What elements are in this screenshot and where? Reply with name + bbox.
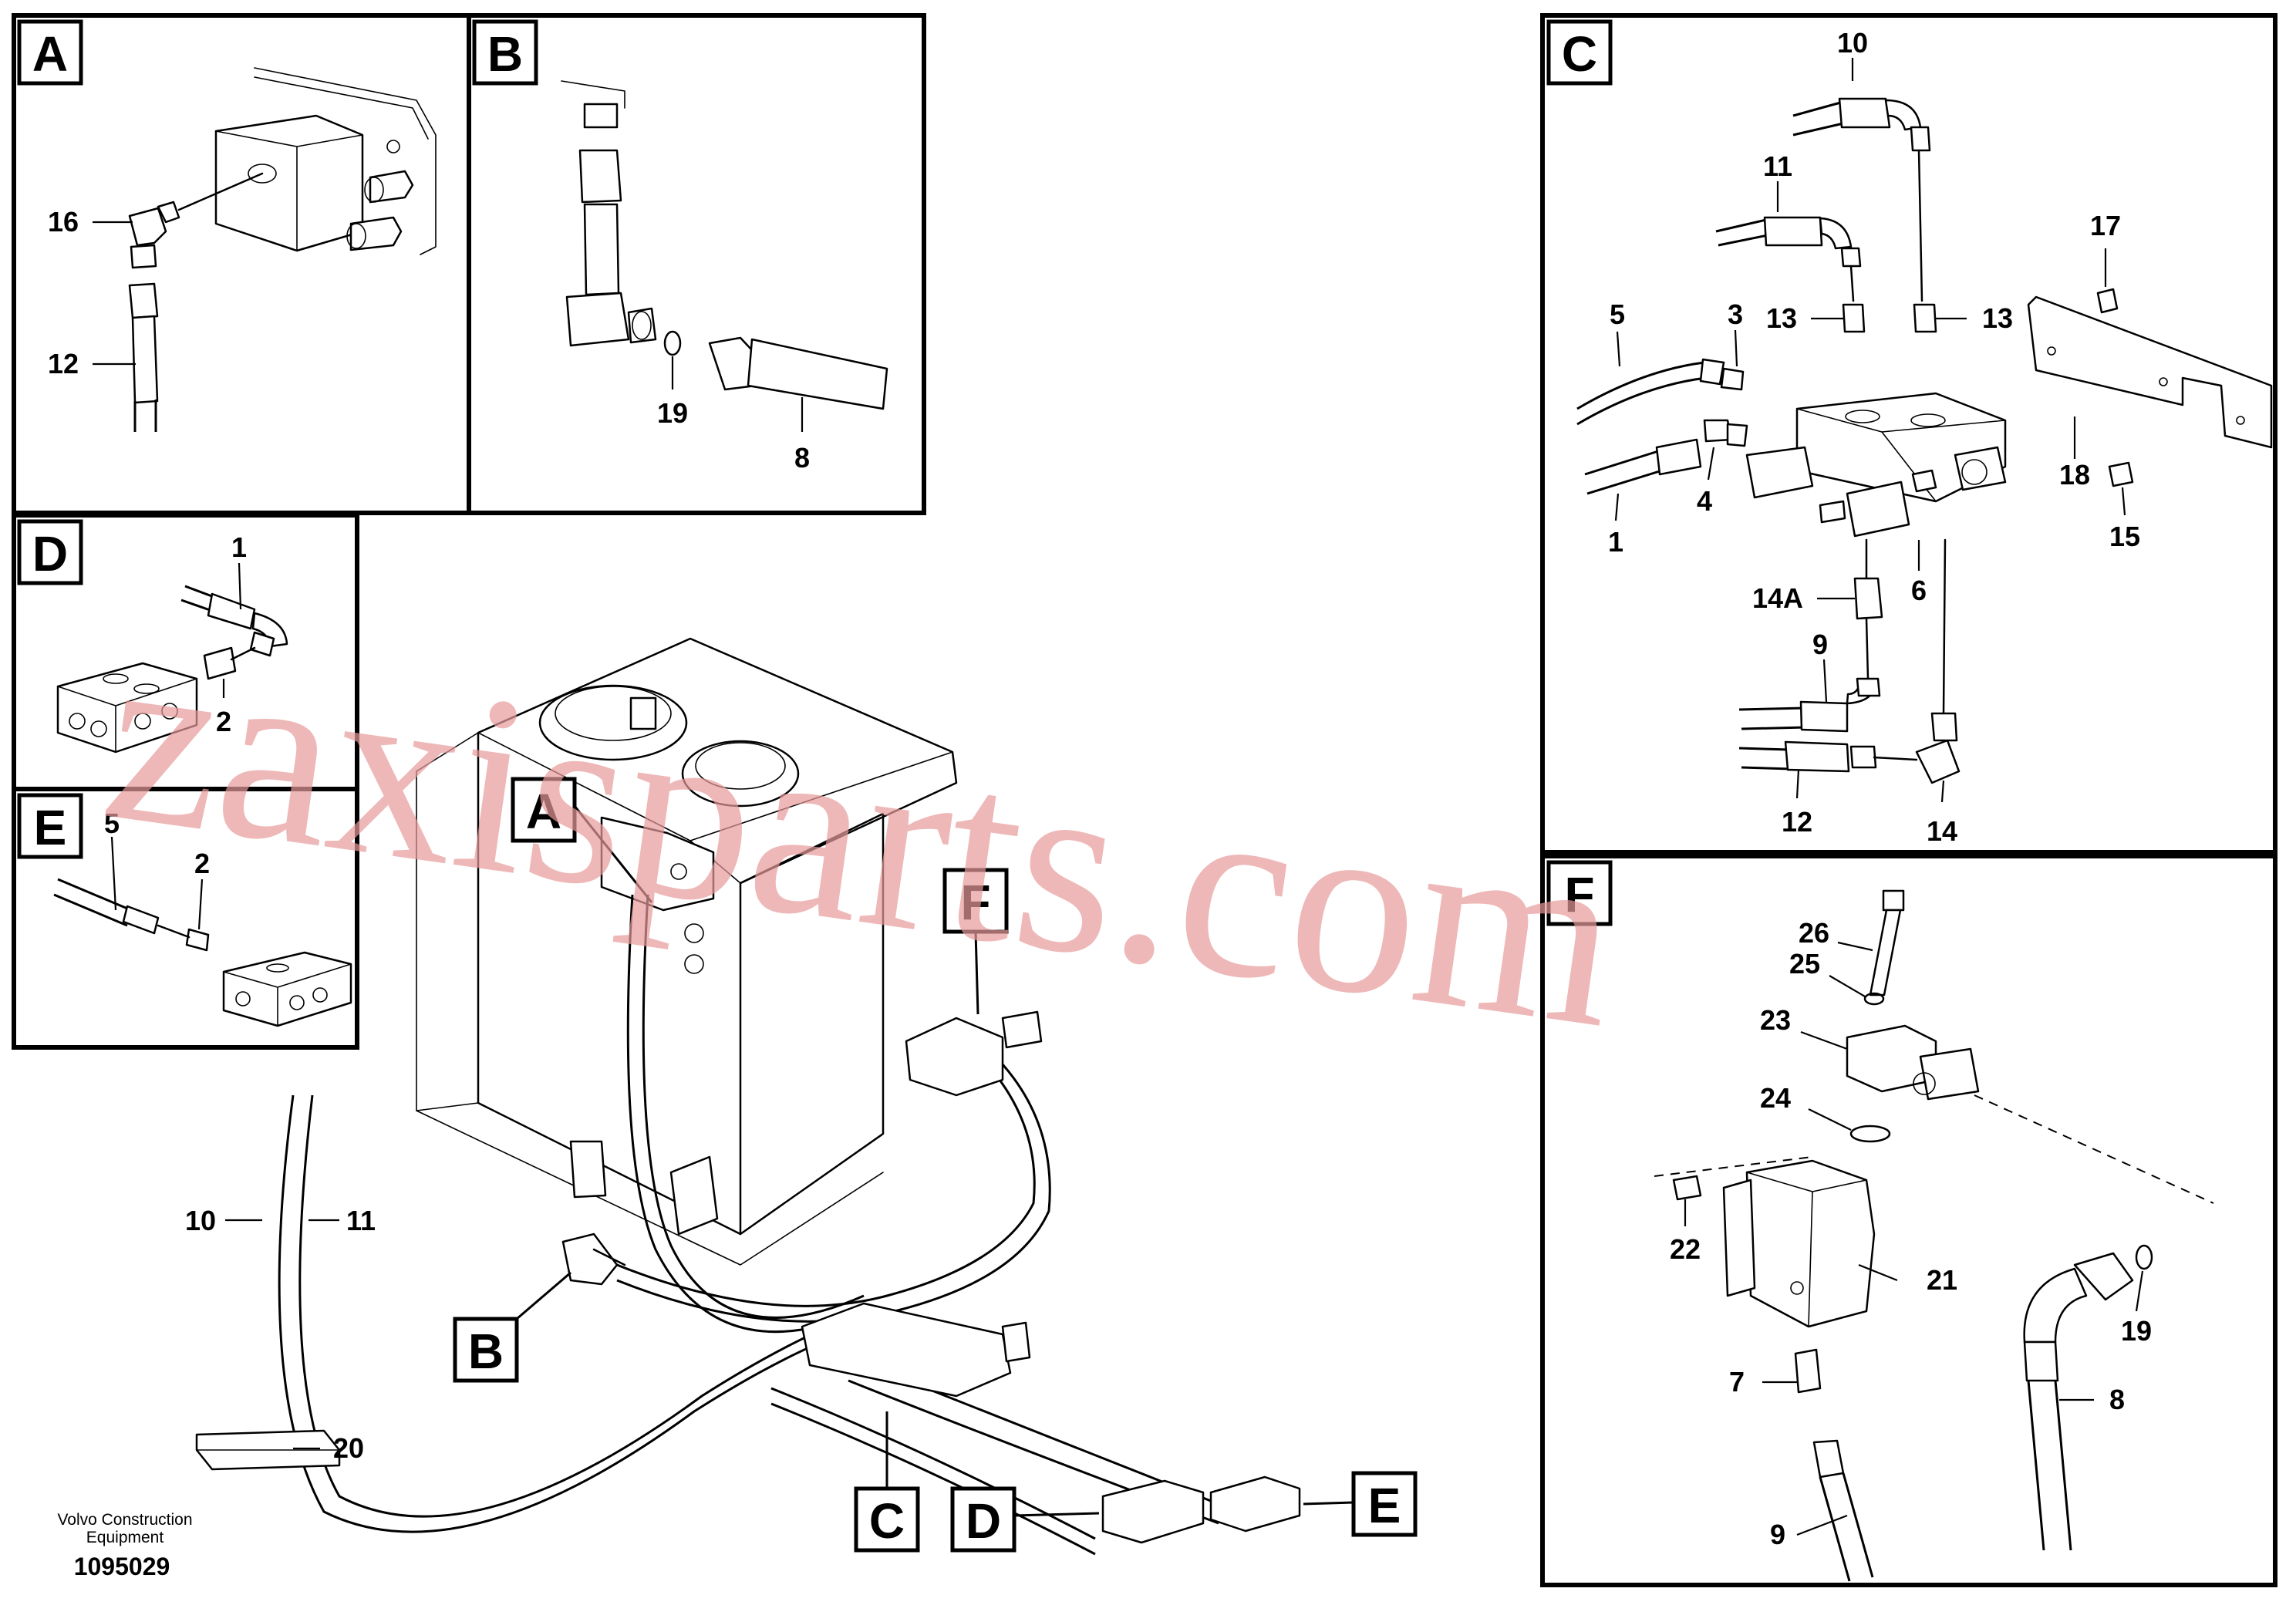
main-tag-c: C bbox=[869, 1493, 905, 1549]
callout-c-17: 17 bbox=[2090, 210, 2121, 241]
callout-f-25: 25 bbox=[1789, 948, 1820, 980]
callout-main-11: 11 bbox=[346, 1205, 376, 1236]
callout-f-8: 8 bbox=[2109, 1384, 2125, 1415]
callout-e-5: 5 bbox=[104, 808, 120, 839]
callout-c-12: 12 bbox=[1782, 806, 1812, 838]
callout-c-5: 5 bbox=[1610, 298, 1625, 330]
callout-c-11: 11 bbox=[1763, 150, 1792, 182]
panel-a-tag-box bbox=[17, 19, 83, 86]
callout-b-19: 19 bbox=[657, 397, 688, 429]
main-tag-a: A bbox=[526, 784, 561, 839]
callout-main-10: 10 bbox=[185, 1205, 216, 1236]
callout-f-26: 26 bbox=[1799, 917, 1829, 949]
main-tag-d-box[interactable] bbox=[950, 1486, 1017, 1553]
callout-d-2: 2 bbox=[216, 706, 231, 737]
callout-e-2: 2 bbox=[194, 848, 210, 879]
callout-f-24: 24 bbox=[1760, 1082, 1791, 1114]
callout-c-14: 14 bbox=[1927, 815, 1957, 847]
callout-f-19: 19 bbox=[2121, 1315, 2152, 1347]
panel-c: C bbox=[1540, 13, 2277, 855]
main-tag-e-box[interactable] bbox=[1351, 1471, 1418, 1537]
callout-c-1: 1 bbox=[1608, 526, 1623, 558]
o-ring-19-icon bbox=[663, 330, 682, 356]
panel-a: A 16 12 bbox=[12, 13, 471, 515]
credit-line-2: Equipment bbox=[86, 1529, 164, 1546]
main-assembly: A B C D E F 10 11 20 bbox=[185, 637, 1418, 1556]
callout-f-22: 22 bbox=[1670, 1233, 1701, 1265]
main-tag-d: D bbox=[966, 1493, 1001, 1549]
panel-c-letter: C bbox=[1562, 26, 1597, 82]
panel-f-letter: F bbox=[1564, 867, 1594, 922]
main-tag-b-box[interactable] bbox=[453, 1317, 519, 1383]
panel-b: B 19 8 bbox=[467, 13, 926, 515]
callout-c-15: 15 bbox=[2109, 521, 2140, 552]
panel-b-letter: B bbox=[487, 26, 523, 82]
callout-c-4: 4 bbox=[1697, 485, 1712, 517]
panel-d-letter: D bbox=[32, 526, 68, 582]
callout-a-12: 12 bbox=[48, 348, 79, 379]
callout-c-18: 18 bbox=[2059, 459, 2090, 491]
callout-c-13-right: 13 bbox=[1982, 302, 2013, 334]
panel-b-tag-box bbox=[472, 19, 538, 86]
callout-b-8: 8 bbox=[794, 442, 810, 474]
panel-e: E 5 2 bbox=[12, 787, 359, 1050]
main-tag-f: F bbox=[960, 875, 990, 930]
callout-f-7: 7 bbox=[1729, 1366, 1745, 1398]
callout-c-10: 10 bbox=[1837, 27, 1868, 59]
callout-d-1: 1 bbox=[231, 531, 247, 563]
main-tag-b: B bbox=[468, 1324, 504, 1379]
callout-c-13-left: 13 bbox=[1766, 302, 1797, 334]
panel-d-tag-box bbox=[17, 519, 83, 585]
main-tag-a-box[interactable] bbox=[511, 777, 577, 843]
main-tag-e: E bbox=[1368, 1478, 1401, 1533]
panel-f: F 26 25 23 24 bbox=[1540, 854, 2277, 1587]
callout-main-20: 20 bbox=[333, 1432, 364, 1464]
callout-c-6: 6 bbox=[1911, 575, 1927, 606]
callout-c-9: 9 bbox=[1812, 629, 1828, 660]
callout-f-9: 9 bbox=[1770, 1519, 1785, 1550]
callout-f-21: 21 bbox=[1927, 1264, 1957, 1296]
main-tag-f-box[interactable] bbox=[942, 868, 1009, 934]
panel-e-letter: E bbox=[34, 800, 67, 855]
panel-c-tag-box bbox=[1546, 19, 1613, 86]
panel-f-tag-box bbox=[1546, 860, 1613, 926]
callout-c-3: 3 bbox=[1728, 298, 1743, 330]
panel-e-tag-box bbox=[17, 793, 83, 859]
credit-line-1: Volvo Construction bbox=[57, 1511, 192, 1529]
callout-c-14a: 14A bbox=[1752, 582, 1803, 614]
document-number: 1095029 bbox=[74, 1553, 170, 1580]
callout-a-16: 16 bbox=[48, 206, 79, 238]
callout-f-23: 23 bbox=[1760, 1004, 1791, 1036]
panel-a-letter: A bbox=[32, 26, 68, 82]
